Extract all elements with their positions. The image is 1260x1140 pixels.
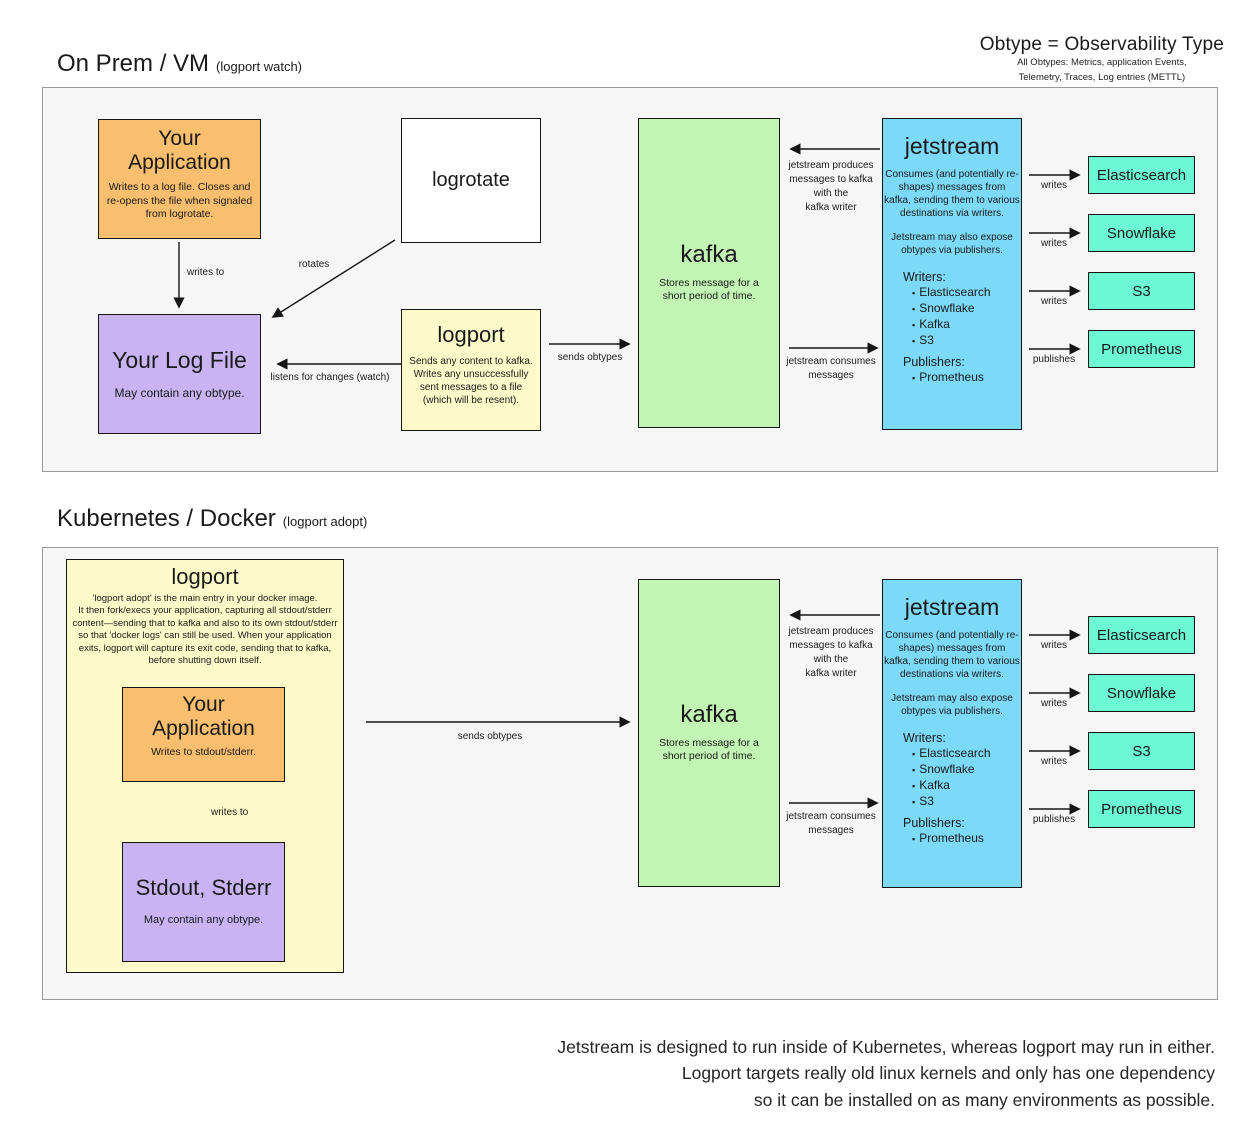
jetstream-publishers: Publishers: Prometheus <box>883 816 1021 846</box>
edge-label-consumes: jetstream consumes messages <box>786 356 876 381</box>
node-your-application-vm: Your Application Writes to a log file. C… <box>98 119 261 239</box>
arrow-rotates <box>271 239 396 318</box>
writer-item: Elasticsearch <box>903 745 1021 761</box>
writer-item: S3 <box>903 332 1021 348</box>
node-jetstream-docker: jetstream Consumes (and potentially re-s… <box>882 579 1022 888</box>
section-title-kubernetes-main: Kubernetes / Docker <box>57 505 276 532</box>
node-your-log-file: Your Log File May contain any obtype. <box>98 314 261 434</box>
edge-label-consumes: jetstream consumes messages <box>786 811 876 836</box>
footer-line-2: Logport targets really old linux kernels… <box>681 1063 1215 1084</box>
node-kafka-docker: kafka Stores message for a short period … <box>638 579 780 887</box>
obtype-legend: Obtype = Observability Type All Obtypes:… <box>980 34 1224 85</box>
writers-label: Writers: <box>903 269 946 284</box>
node-title: kafka <box>680 240 738 268</box>
node-title: Stdout, Stderr <box>135 875 272 901</box>
node-logport-vm: logport Sends any content to kafka. Writ… <box>401 309 541 431</box>
node-title: Your Application <box>152 693 255 740</box>
node-desc: May contain any obtype. <box>114 386 245 401</box>
node-logport-docker: logport 'logport adopt' is the main entr… <box>66 559 344 973</box>
edge-label-writes-to: writes to <box>211 807 249 818</box>
edge-label-sends-obtypes: sends obtypes <box>457 731 523 742</box>
writer-item: Elasticsearch <box>903 284 1021 300</box>
node-title: jetstream <box>904 594 1000 620</box>
edge-label-writes: writes <box>1040 296 1068 307</box>
node-s3: S3 <box>1088 272 1195 310</box>
edge-label-writes: writes <box>1040 698 1068 709</box>
panel-kubernetes-docker: logport 'logport adopt' is the main entr… <box>42 547 1218 1000</box>
writers-label: Writers: <box>903 730 946 745</box>
edge-label-rotates: rotates <box>298 259 330 270</box>
node-title: Your Application <box>128 127 231 174</box>
node-desc: Writes to stdout/stderr. <box>151 746 256 759</box>
jetstream-publishers: Publishers: Prometheus <box>883 355 1021 385</box>
publisher-item: Prometheus <box>903 369 1021 385</box>
section-title-kubernetes-suffix: (logport adopt) <box>282 514 368 529</box>
edge-label-writes: writes <box>1040 238 1068 249</box>
node-jetstream-vm: jetstream Consumes (and potentially re-s… <box>882 118 1022 430</box>
node-title: kafka <box>680 700 738 728</box>
section-title-onprem-suffix: (logport watch) <box>216 59 303 74</box>
writer-item: Snowflake <box>903 761 1021 777</box>
edge-label-writes: writes <box>1040 640 1068 651</box>
node-desc: Consumes (and potentially re-shapes) mes… <box>884 629 1020 680</box>
node-prometheus: Prometheus <box>1088 790 1195 828</box>
node-desc: Jetstream may also expose obtypes via pu… <box>891 231 1013 256</box>
edge-label-listens: listens for changes (watch) <box>270 372 390 383</box>
node-desc: Stores message for a short period of tim… <box>659 736 759 763</box>
publisher-item: Prometheus <box>903 830 1021 846</box>
node-elasticsearch: Elasticsearch <box>1088 616 1195 654</box>
node-your-application-docker: Your Application Writes to stdout/stderr… <box>122 687 285 782</box>
obtype-subtitle-2: Telemetry, Traces, Log entries (METTL) <box>1018 71 1186 83</box>
edge-label-produces: jetstream produces messages to kafka wit… <box>788 160 874 213</box>
node-title: Your Log File <box>112 346 247 373</box>
obtype-subtitle-1: All Obtypes: Metrics, application Events… <box>1017 57 1187 68</box>
node-title: logport <box>171 564 239 589</box>
node-stdout-stderr: Stdout, Stderr May contain any obtype. <box>122 842 285 962</box>
jetstream-writers: Writers: Elasticsearch Snowflake Kafka S… <box>883 270 1021 349</box>
node-s3: S3 <box>1088 732 1195 770</box>
writer-item: S3 <box>903 793 1021 809</box>
node-title: jetstream <box>904 133 1000 159</box>
edge-label-writes: writes <box>1040 180 1068 191</box>
node-desc: Jetstream may also expose obtypes via pu… <box>891 692 1013 717</box>
jetstream-writers: Writers: Elasticsearch Snowflake Kafka S… <box>883 731 1021 810</box>
panel-onprem-vm: Your Application Writes to a log file. C… <box>42 87 1218 472</box>
node-snowflake: Snowflake <box>1088 674 1195 712</box>
node-kafka-vm: kafka Stores message for a short period … <box>638 118 780 428</box>
edge-label-writes-to: writes to <box>187 267 225 278</box>
publishers-label: Publishers: <box>903 815 965 830</box>
edge-label-writes: writes <box>1040 756 1068 767</box>
edge-label-publishes: publishes <box>1032 814 1076 825</box>
node-desc: Stores message for a short period of tim… <box>659 276 759 303</box>
edge-label-publishes: publishes <box>1032 354 1076 365</box>
node-desc: 'logport adopt' is the main entry in you… <box>72 592 338 667</box>
node-logrotate: logrotate <box>401 118 541 243</box>
node-desc: Consumes (and potentially re-shapes) mes… <box>884 168 1020 219</box>
footer-line-3: so it can be installed on as many enviro… <box>753 1089 1215 1110</box>
node-snowflake: Snowflake <box>1088 214 1195 252</box>
writer-item: Kafka <box>903 777 1021 793</box>
obtype-title: Obtype = Observability Type <box>979 34 1224 55</box>
section-title-kubernetes: Kubernetes / Docker (logport adopt) <box>57 505 367 533</box>
node-desc: Sends any content to kafka. Writes any u… <box>409 355 533 406</box>
footer-line-1: Jetstream is designed to run inside of K… <box>557 1037 1215 1057</box>
section-title-onprem: On Prem / VM (logport watch) <box>57 50 302 78</box>
writer-item: Kafka <box>903 316 1021 332</box>
node-desc: Writes to a log file. Closes and re-open… <box>106 181 253 221</box>
node-title: logport <box>437 322 505 347</box>
edge-label-produces: jetstream produces messages to kafka wit… <box>788 626 874 679</box>
writer-item: Snowflake <box>903 300 1021 316</box>
section-title-onprem-main: On Prem / VM <box>57 50 210 77</box>
footer-note: Jetstream is designed to run inside of K… <box>557 1034 1215 1113</box>
node-title: logrotate <box>432 169 510 192</box>
node-elasticsearch: Elasticsearch <box>1088 156 1195 194</box>
node-prometheus: Prometheus <box>1088 330 1195 368</box>
node-desc: May contain any obtype. <box>143 914 264 927</box>
edge-label-sends-obtypes: sends obtypes <box>557 352 623 363</box>
publishers-label: Publishers: <box>903 354 965 369</box>
